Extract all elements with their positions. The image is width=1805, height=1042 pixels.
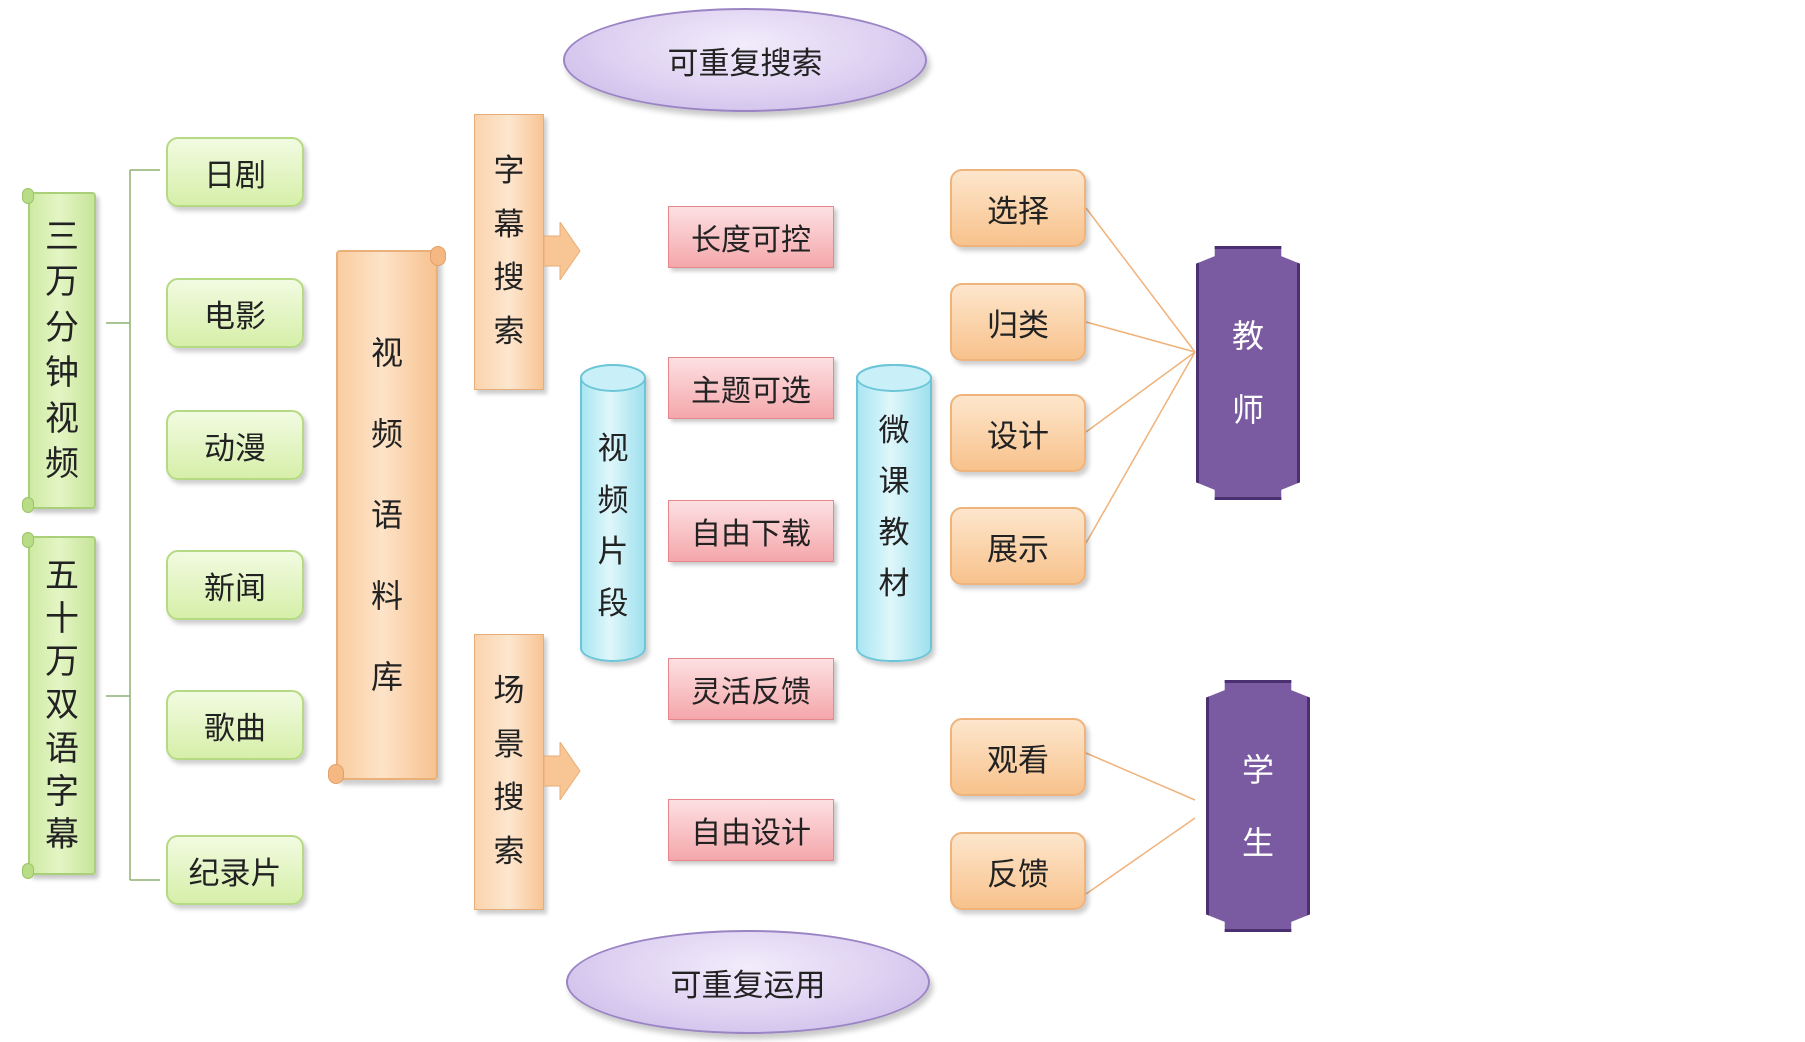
genre-box: 日剧	[166, 137, 304, 207]
search-char: 景	[493, 726, 525, 763]
subtitle-search-bar: 字 幕 搜 索	[474, 114, 544, 390]
genre-box: 电影	[166, 278, 304, 348]
source-char: 视	[45, 398, 79, 439]
student-plaque: 学 生	[1206, 680, 1310, 932]
teacher-connectors	[1085, 207, 1196, 544]
teacher-action-box: 选择	[950, 169, 1086, 247]
search-char: 字	[493, 153, 525, 190]
source-char: 十	[45, 598, 79, 639]
search-char: 搜	[493, 780, 525, 817]
source-scroll-videos: 三 万 分 钟 视 频	[22, 188, 96, 513]
source-char: 双	[45, 685, 79, 726]
genre-label: 动漫	[204, 430, 266, 467]
student-action-box: 反馈	[950, 832, 1086, 910]
repeatable-use-oval: 可重复运用	[566, 930, 930, 1034]
source-char: 分	[45, 307, 79, 348]
clips-char: 视	[597, 431, 629, 468]
genre-label: 歌曲	[204, 710, 266, 747]
right-arrow-icon	[544, 222, 581, 280]
feature-label: 自由设计	[668, 799, 834, 861]
action-label: 展示	[987, 531, 1049, 568]
student-action-box: 观看	[950, 718, 1086, 796]
teacher-plaque: 教 师	[1196, 246, 1300, 500]
source-char: 语	[45, 728, 79, 769]
search-char: 索	[493, 313, 525, 350]
feature-text: 灵活反馈	[691, 675, 811, 710]
feature-label: 长度可控	[668, 206, 834, 268]
action-label: 选择	[987, 193, 1049, 230]
video-clips-cylinder: 视 频 片 段	[580, 364, 646, 662]
feature-label: 自由下载	[668, 500, 834, 562]
action-label: 反馈	[987, 856, 1049, 893]
repeatable-search-label: 可重复搜索	[667, 45, 823, 82]
source-char: 频	[45, 444, 79, 485]
genre-label: 电影	[204, 298, 266, 335]
repeatable-use-label: 可重复运用	[670, 967, 826, 1004]
corpus-char: 料	[370, 577, 403, 616]
feature-label: 灵活反馈	[668, 658, 834, 720]
search-char: 幕	[493, 206, 525, 243]
genre-label: 纪录片	[188, 855, 282, 892]
student-char: 生	[1241, 823, 1274, 862]
scene-search-bar: 场 景 搜 索	[474, 634, 544, 910]
genre-box: 新闻	[166, 550, 304, 620]
video-corpus-scroll: 视 频 语 料 库	[328, 246, 446, 784]
clips-char: 段	[597, 585, 629, 622]
action-label: 归类	[987, 307, 1049, 344]
student-connectors	[1085, 752, 1196, 895]
source-char: 钟	[45, 353, 79, 394]
teacher-action-box: 展示	[950, 507, 1086, 585]
repeatable-search-oval: 可重复搜索	[563, 8, 927, 112]
materials-char: 课	[878, 464, 910, 500]
genre-box: 歌曲	[166, 690, 304, 760]
corpus-char: 频	[370, 414, 403, 453]
source-char: 字	[45, 772, 79, 813]
genre-box: 动漫	[166, 410, 304, 480]
source-char: 幕	[45, 815, 79, 856]
feature-text: 主题可选	[691, 374, 811, 409]
right-arrow-icon	[544, 742, 581, 800]
teacher-char: 师	[1231, 391, 1264, 429]
search-char: 场	[493, 673, 525, 710]
search-char: 搜	[493, 260, 525, 297]
feature-label: 主题可选	[668, 357, 834, 419]
student-char: 学	[1241, 750, 1274, 789]
materials-char: 微	[878, 413, 910, 449]
corpus-char: 语	[370, 495, 403, 534]
materials-char: 教	[878, 515, 910, 551]
feature-text: 自由下载	[691, 517, 811, 552]
teacher-char: 教	[1231, 317, 1264, 355]
action-label: 观看	[987, 742, 1049, 779]
materials-char: 材	[878, 566, 910, 602]
action-label: 设计	[987, 418, 1049, 455]
teacher-action-box: 设计	[950, 394, 1086, 472]
feature-text: 自由设计	[691, 816, 811, 851]
microcourse-materials-cylinder: 微 课 教 材	[856, 364, 932, 662]
genre-box: 纪录片	[166, 835, 304, 905]
clips-char: 频	[597, 482, 629, 519]
source-char: 万	[45, 642, 79, 683]
genre-label: 新闻	[204, 570, 266, 607]
search-char: 索	[493, 833, 525, 870]
corpus-char: 库	[370, 658, 403, 697]
source-char: 五	[45, 555, 79, 596]
corpus-char: 视	[370, 333, 403, 372]
genre-bracket	[106, 169, 160, 881]
source-char: 三	[45, 216, 79, 257]
clips-char: 片	[597, 534, 629, 571]
feature-text: 长度可控	[691, 223, 811, 258]
source-scroll-subtitles: 五 十 万 双 语 字 幕	[22, 532, 96, 879]
teacher-action-box: 归类	[950, 283, 1086, 361]
source-char: 万	[45, 262, 79, 303]
genre-label: 日剧	[204, 157, 266, 194]
